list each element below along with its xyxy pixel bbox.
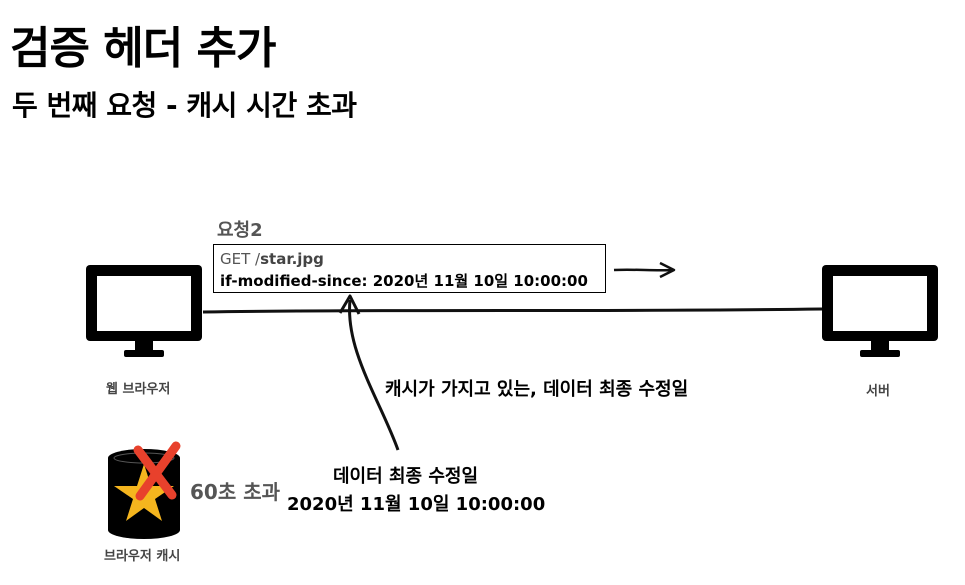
modified-value: 2020년 11월 10일 10:00:00	[287, 494, 546, 515]
page-subtitle: 두 번째 요청 - 캐시 시간 초과	[12, 89, 357, 122]
server-monitor-icon	[822, 265, 938, 357]
browser-label: 웹 브라우저	[106, 382, 171, 397]
request-line: GET /star.jpg	[220, 250, 605, 268]
browser-monitor-icon	[86, 265, 202, 357]
server-label: 서버	[866, 384, 890, 399]
annotation-text: 캐시가 가지고 있는, 데이터 최종 수정일	[385, 379, 689, 400]
cache-label: 브라우저 캐시	[104, 549, 181, 564]
request-path: star.jpg	[260, 250, 324, 268]
request-message-box: GET /star.jpg if-modified-since: 2020년 1…	[213, 244, 606, 293]
request-method: GET /	[220, 250, 261, 268]
connection-line	[202, 307, 823, 314]
page-title: 검증 헤더 추가	[10, 23, 277, 74]
request-label: 요청2	[217, 220, 263, 241]
modified-title: 데이터 최종 수정일	[333, 466, 479, 487]
cache-timeout-text: 60초 초과	[190, 480, 280, 504]
annotation-arrow-icon	[338, 294, 400, 451]
cross-icon	[133, 441, 181, 501]
request-arrow-icon	[613, 261, 676, 279]
browser-cache-icon	[108, 441, 181, 539]
request-header-line: if-modified-since: 2020년 11월 10일 10:00:0…	[220, 272, 588, 290]
